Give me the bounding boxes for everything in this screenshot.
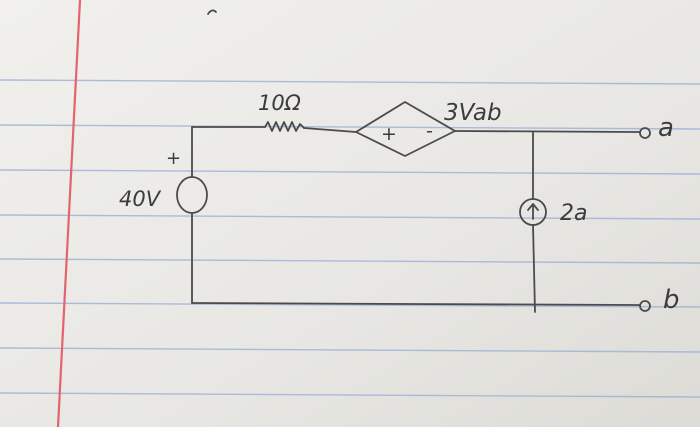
- dep-plus-sign: +: [381, 123, 397, 145]
- ruled-line: [0, 347, 700, 353]
- terminal-a-label: a: [658, 113, 674, 143]
- ruled-line: [0, 302, 700, 308]
- voltage-plus-sign: +: [166, 148, 181, 169]
- stray-mark: [207, 9, 217, 15]
- margin-line: [56, 0, 82, 427]
- current-source-label: 2a: [560, 201, 587, 226]
- current-source-symbol: [519, 198, 547, 226]
- wire-top-right: [454, 130, 641, 133]
- wire-to-dep-source: [303, 127, 357, 133]
- voltage-source-label: 40V: [119, 187, 162, 211]
- ruled-line: [0, 169, 700, 175]
- resistor-symbol: [264, 121, 305, 132]
- wire-cs-lower: [532, 224, 536, 313]
- ruled-line: [0, 258, 700, 264]
- arrow-up-icon: [527, 203, 539, 211]
- dependent-source-diamond: [355, 101, 456, 157]
- terminal-a-node: [639, 127, 651, 139]
- wire-bottom: [191, 302, 641, 306]
- ruled-line: [0, 79, 700, 85]
- dependent-source-label: 3Vab: [444, 100, 502, 126]
- dep-minus-sign: -: [426, 120, 433, 142]
- ruled-line: [0, 124, 700, 130]
- resistor-label: 10Ω: [258, 91, 301, 115]
- ruled-line: [0, 392, 700, 398]
- voltage-source-symbol: [176, 176, 208, 214]
- ruled-line: [0, 214, 700, 220]
- terminal-b-label: b: [663, 285, 680, 315]
- terminal-b-node: [639, 300, 651, 312]
- ruled-lines: [0, 79, 700, 398]
